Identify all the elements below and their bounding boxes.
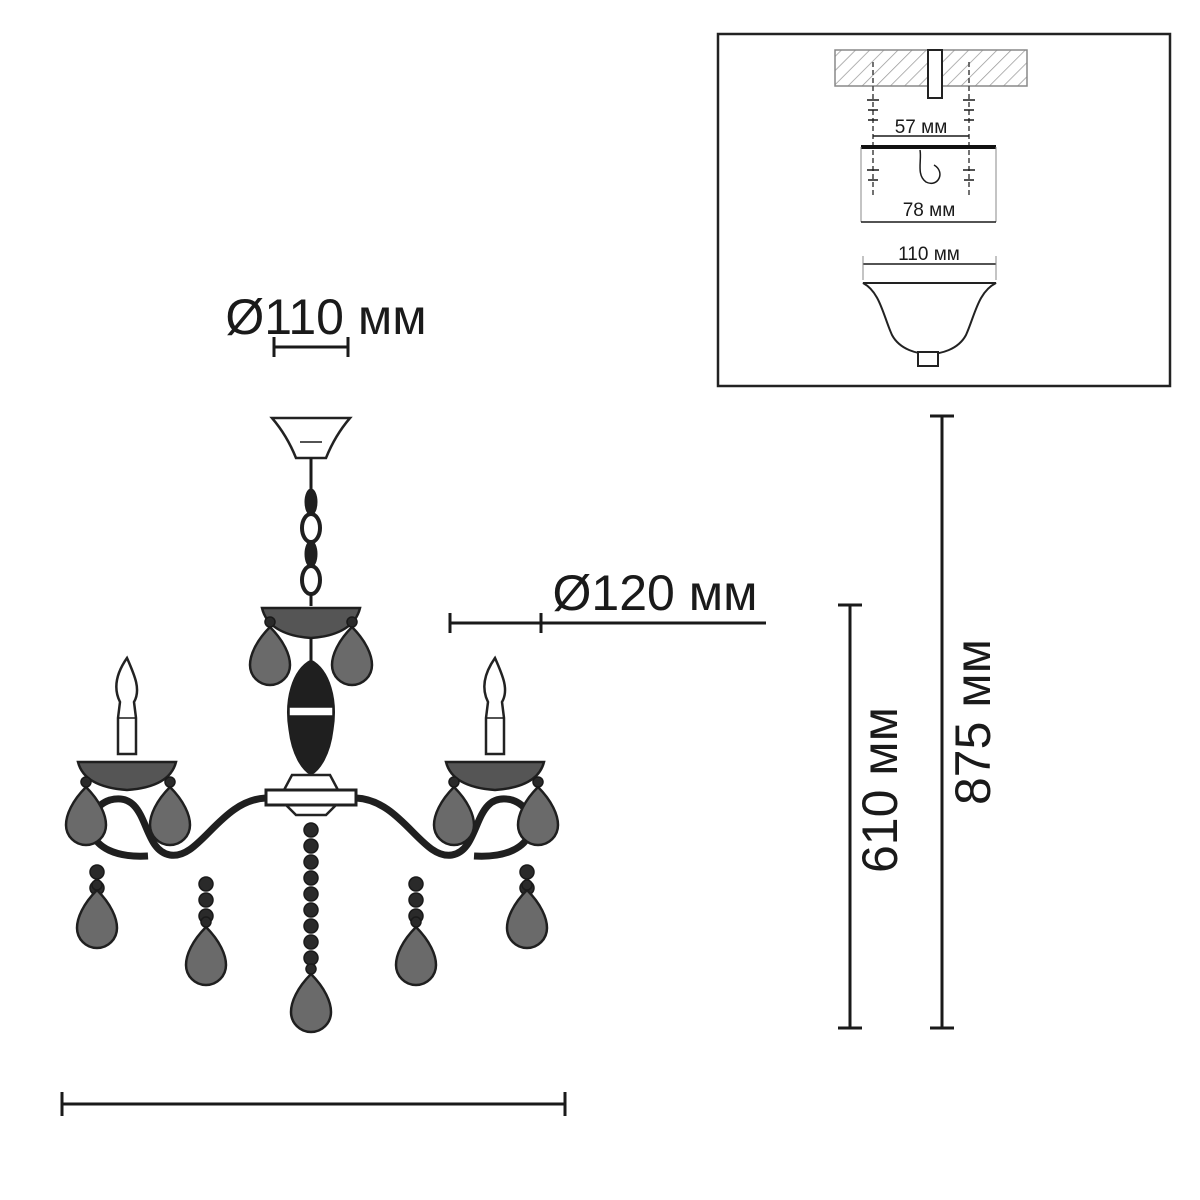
ceiling-canopy: [269, 416, 353, 460]
crystal-drop: [432, 775, 476, 847]
cup-dimension: Ø120 мм: [448, 565, 766, 633]
mounting-detail-panel: 57 мм 78 мм 110 мм: [716, 32, 1172, 388]
right-candle: [482, 656, 507, 756]
right-cup: [444, 760, 546, 792]
crystal-drop: [64, 775, 108, 847]
total-width-dimension: [60, 1092, 567, 1116]
crystal-drop: [148, 775, 192, 847]
bracket-width-label: 78 мм: [903, 200, 956, 221]
chandelier: [64, 416, 560, 1034]
screw-spacing-label: 57 мм: [895, 117, 948, 138]
canopy-diameter-label: Ø110 мм: [225, 289, 426, 345]
bead-strands: [75, 822, 549, 1034]
anchor-screws: [867, 62, 975, 195]
canopy-dimension: Ø110 мм: [225, 289, 427, 357]
crystal-drop: [516, 775, 560, 847]
cup-diameter-label: Ø120 мм: [553, 565, 758, 621]
ceiling-wire-tube: [927, 49, 943, 99]
canopy-width-label: 110 мм: [898, 244, 960, 265]
left-candle: [114, 656, 139, 756]
total-height-label: 875 мм: [945, 639, 1001, 805]
arm-hub: [264, 788, 358, 807]
left-cup: [76, 760, 178, 792]
central-column: [287, 659, 335, 776]
body-height-label: 610 мм: [852, 707, 908, 873]
total-height-dimension: 875 мм: [930, 414, 1001, 1030]
hook-icon: [919, 149, 941, 185]
body-height-dimension: 610 мм: [838, 603, 908, 1030]
chain: [300, 458, 322, 606]
